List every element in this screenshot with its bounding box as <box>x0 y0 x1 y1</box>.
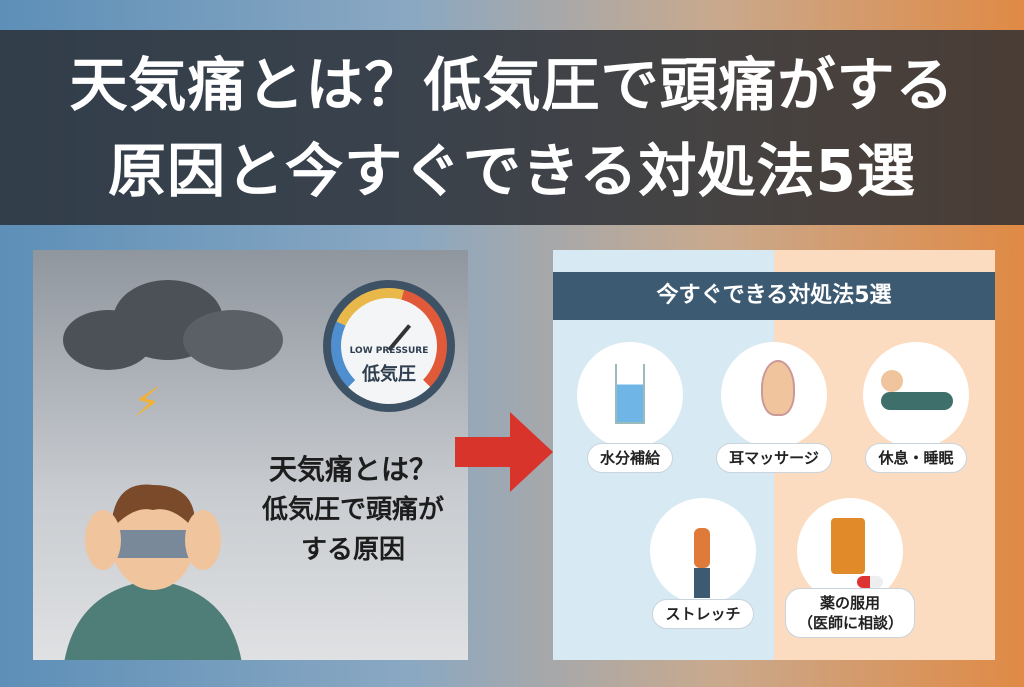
title-line-2: 原因と今すぐできる対処法5選 <box>108 137 916 205</box>
remedy-sleep: 休息・睡眠 <box>851 342 981 473</box>
storm-cloud-icon <box>183 310 283 370</box>
headache-person-icon <box>64 484 242 660</box>
remedy-ear: 耳マッサージ <box>709 342 839 473</box>
cause-text-line: する原因 <box>300 535 405 565</box>
remedy-medicine: 薬の服用 （医師に相談） <box>785 498 915 638</box>
ear-massage-icon <box>721 342 827 448</box>
water-glass-icon <box>577 342 683 448</box>
remedy-water: 水分補給 <box>565 342 695 473</box>
medicine-icon <box>797 498 903 604</box>
title-line-1: 天気痛とは？低気圧で頭痛がする <box>69 51 955 119</box>
gauge-label-en: LOW PRESSURE <box>349 346 429 356</box>
gauge-label-jp: 低気圧 <box>362 364 416 385</box>
sleep-icon <box>863 342 969 448</box>
cause-text: 天気痛とは？ 低気圧で頭痛が する原因 <box>238 450 468 570</box>
remedy-label: 休息・睡眠 <box>865 443 967 473</box>
remedy-stretch: ストレッチ <box>638 498 768 629</box>
cause-panel: ⚡ LOW PRESSURE 低気圧 天気痛とは？ 低気圧で頭痛が する原因 <box>33 250 468 660</box>
stretch-icon <box>650 498 756 604</box>
remedy-label: 薬の服用 （医師に相談） <box>785 588 915 638</box>
remedies-panel: 今すぐできる対処法5選 水分補給 耳マッサージ 休息・睡眠 ストレッチ 薬の服用… <box>553 250 995 660</box>
remedy-label: ストレッチ <box>652 599 754 629</box>
arrow-right-icon <box>455 412 553 492</box>
lightning-icon: ⚡ <box>133 380 162 426</box>
cause-text-line: 天気痛とは？ <box>268 453 437 486</box>
pressure-gauge-icon: LOW PRESSURE 低気圧 <box>323 280 455 412</box>
cause-text-line: 低気圧で頭痛が <box>261 495 444 525</box>
page-title: 天気痛とは？低気圧で頭痛がする 原因と今すぐできる対処法5選 <box>0 30 1024 225</box>
remedy-label: 水分補給 <box>586 443 673 473</box>
remedy-label-main: 薬の服用 <box>819 594 880 612</box>
remedy-label: 耳マッサージ <box>716 443 832 473</box>
remedies-header: 今すぐできる対処法5選 <box>553 272 995 320</box>
remedy-label-sub: （医師に相談） <box>798 614 904 632</box>
